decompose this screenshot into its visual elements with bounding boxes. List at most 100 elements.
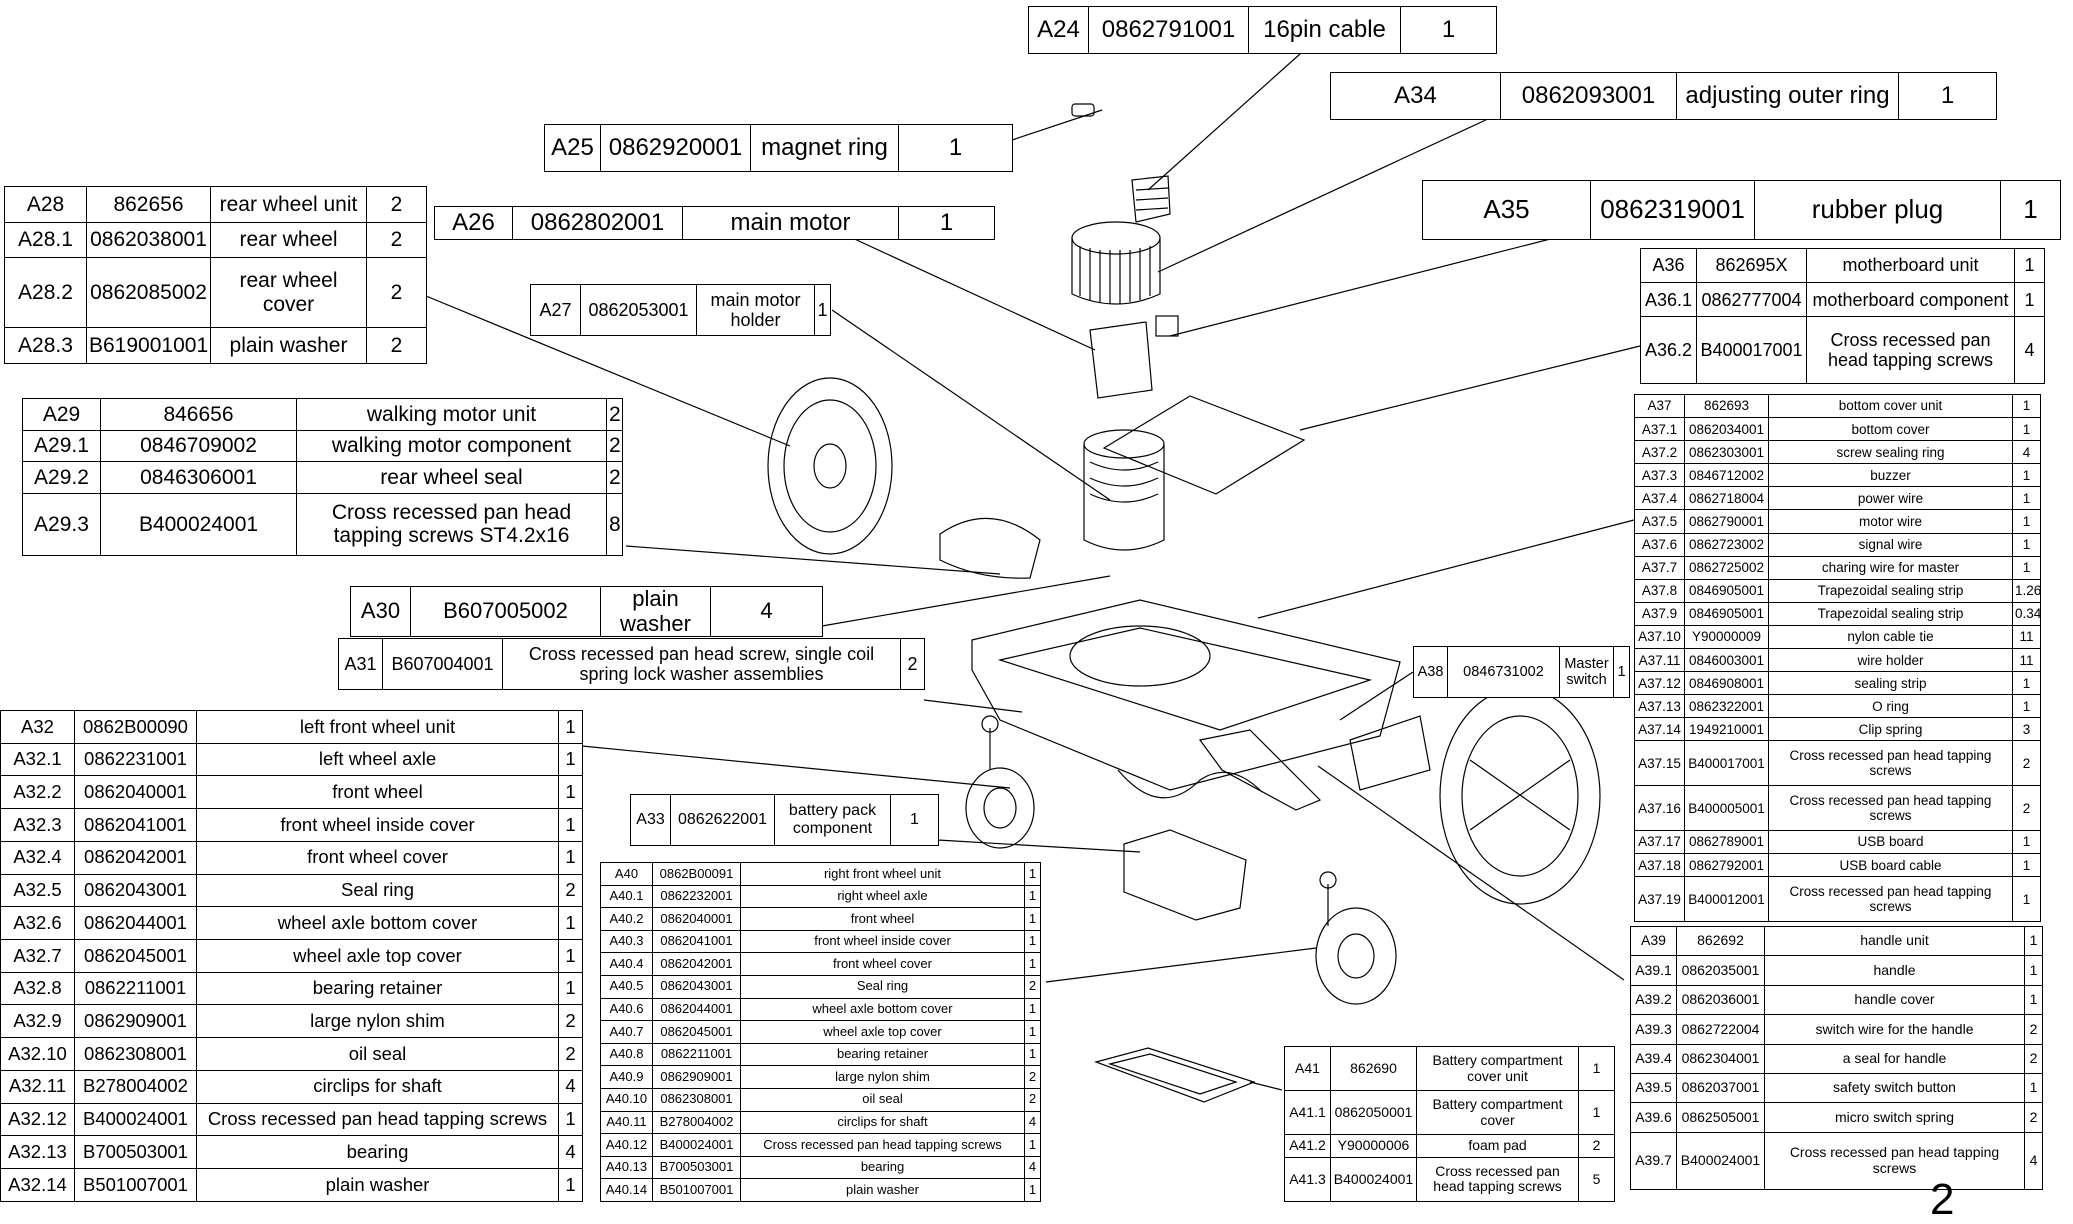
- part-quantity: 1: [898, 124, 1013, 172]
- part-quantity: 0.34: [2012, 601, 2041, 626]
- part-quantity: 2: [606, 429, 623, 463]
- part-code: A39.7: [1630, 1131, 1677, 1191]
- part-quantity: 1: [1400, 6, 1497, 54]
- part-description: Clip spring: [1768, 717, 2013, 742]
- part-number: 0862505001: [1676, 1102, 1765, 1133]
- part-description: adjusting outer ring: [1676, 72, 1899, 120]
- part-description: circlips for shaft: [196, 1069, 559, 1104]
- part-number: 1949210001: [1684, 717, 1769, 742]
- part-quantity: 1.26: [2012, 578, 2041, 603]
- part-number: 862692: [1676, 925, 1765, 957]
- part-code: A37.2: [1634, 440, 1685, 465]
- part-code: A32.5: [0, 873, 75, 908]
- part-number: B607005002: [410, 585, 601, 638]
- part-code: A37: [1634, 393, 1685, 419]
- part-quantity: 5: [1578, 1156, 1615, 1203]
- part-code: A40.14: [600, 1178, 653, 1202]
- part-description: rear wheel cover: [210, 257, 367, 329]
- part-quantity: 1: [2024, 925, 2043, 957]
- part-quantity: 1: [558, 971, 583, 1006]
- part-description: bottom cover: [1768, 417, 2013, 442]
- part-description: Cross recessed pan head tapping screws: [1768, 740, 2013, 787]
- motor-holder-part: [1089, 321, 1153, 399]
- part-description: Battery compartment cover: [1416, 1090, 1579, 1136]
- part-code: A37.15: [1634, 740, 1685, 787]
- part-code: A26: [434, 206, 513, 240]
- part-quantity: 4: [2014, 316, 2045, 384]
- part-quantity: 2: [558, 1037, 583, 1071]
- part-quantity: 1: [2000, 180, 2061, 240]
- part-description: Battery compartment cover unit: [1416, 1045, 1579, 1092]
- part-quantity: 4: [1024, 1110, 1041, 1135]
- part-number: 0862725002: [1684, 555, 1769, 580]
- motherboard-part: [1102, 395, 1306, 495]
- part-code: A36.1: [1640, 282, 1697, 318]
- part-quantity: 1: [2012, 876, 2041, 922]
- part-code: A39.1: [1630, 955, 1677, 986]
- part-number: 0862093001: [1500, 72, 1677, 120]
- leader-a39: [1317, 765, 1625, 981]
- part-number: 0846731002: [1447, 646, 1560, 698]
- part-quantity: 1: [558, 808, 583, 842]
- part-code: A40.9: [600, 1065, 653, 1089]
- part-code: A30: [350, 585, 411, 638]
- part-quantity: 2: [2024, 1014, 2043, 1045]
- part-description: oil seal: [740, 1087, 1025, 1112]
- part-code: A39.3: [1630, 1014, 1677, 1045]
- part-description: nylon cable tie: [1768, 624, 2013, 650]
- part-number: 0862041001: [74, 808, 197, 842]
- part-description: Cross recessed pan head tapping screws: [196, 1102, 559, 1137]
- part-description: Cross recessed pan head tapping screws: [1416, 1156, 1579, 1203]
- part-quantity: 1: [1578, 1090, 1615, 1136]
- part-quantity: 1: [2012, 509, 2041, 534]
- part-code: A37.10: [1634, 624, 1685, 650]
- part-description: sealing strip: [1768, 671, 2013, 696]
- part-code: A28: [4, 186, 87, 223]
- part-code: A29.2: [22, 461, 101, 494]
- part-description: switch wire for the handle: [1764, 1014, 2025, 1045]
- part-code: A40: [600, 862, 653, 886]
- part-code: A41.1: [1284, 1090, 1331, 1136]
- part-number: 0862211001: [652, 1042, 741, 1067]
- part-quantity: 2: [558, 1004, 583, 1039]
- part-description: plain washer: [196, 1168, 559, 1202]
- part-number: 0862308001: [74, 1037, 197, 1071]
- part-code: A32.11: [0, 1069, 75, 1104]
- part-quantity: 4: [2012, 440, 2041, 465]
- part-number: 0862043001: [652, 974, 741, 999]
- part-number: 0862B00091: [652, 862, 741, 886]
- part-code: A32.8: [0, 971, 75, 1006]
- part-number: 862690: [1330, 1045, 1417, 1092]
- part-description: wheel axle top cover: [740, 1020, 1025, 1044]
- part-description: power wire: [1768, 486, 2013, 511]
- part-code: A32.14: [0, 1168, 75, 1202]
- part-number: B501007001: [74, 1168, 197, 1202]
- part-number: 0846712002: [1684, 463, 1769, 488]
- part-code: A31: [338, 638, 383, 690]
- part-quantity: 2: [2012, 740, 2041, 787]
- magnet-ring-part: [1071, 103, 1095, 117]
- part-code: A27: [530, 284, 581, 336]
- cable-part: [1131, 175, 1171, 223]
- part-quantity: 4: [710, 585, 823, 638]
- part-code: A37.5: [1634, 509, 1685, 534]
- part-quantity: 2: [900, 638, 925, 690]
- part-number: 862656: [86, 186, 211, 223]
- part-quantity: 1: [1898, 72, 1997, 120]
